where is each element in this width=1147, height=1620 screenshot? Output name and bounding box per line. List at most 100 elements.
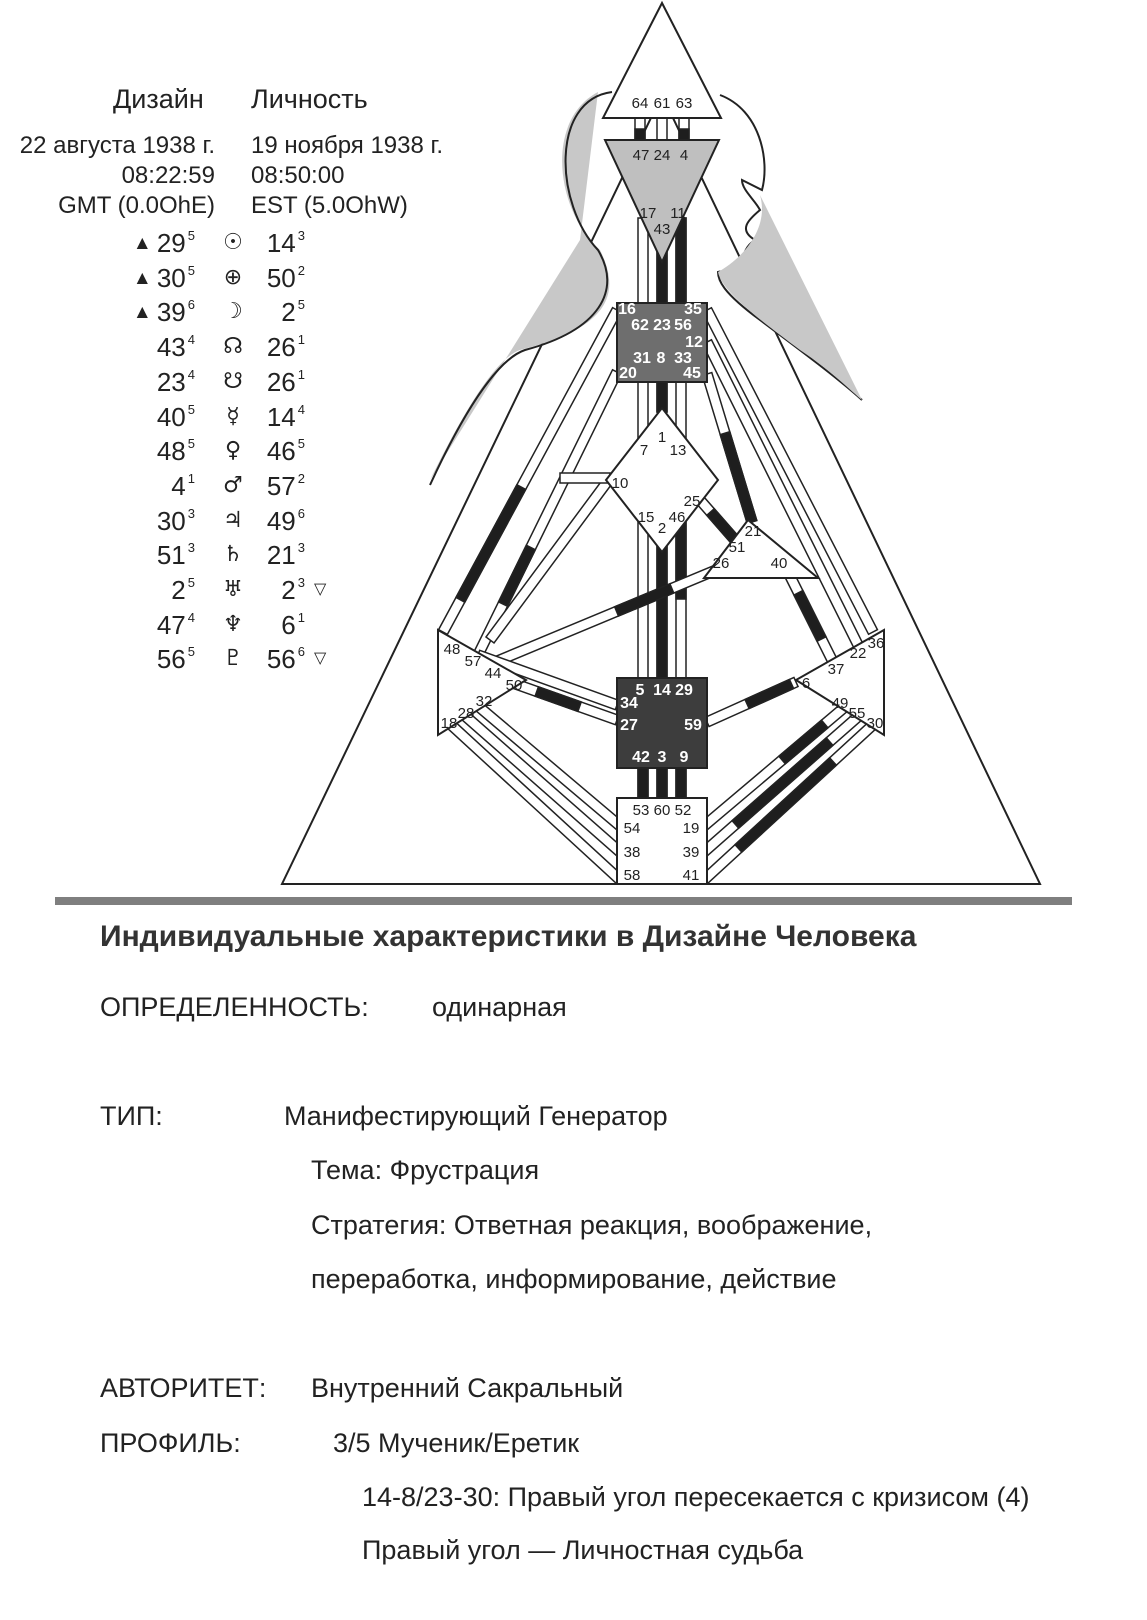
channel-2-14-activation xyxy=(656,535,668,679)
personality-gate: 49 xyxy=(266,505,296,536)
design-date: 22 августа 1938 г. xyxy=(19,132,215,159)
design-time: 08:22:59 xyxy=(121,162,215,189)
type-strategy-line-2: переработка, информирование, действие xyxy=(311,1264,837,1294)
personality-gate: 26 xyxy=(266,366,296,397)
design-gate-value: 295 xyxy=(133,228,195,259)
gate-label: 12 xyxy=(685,334,703,351)
gate-label: 18 xyxy=(441,715,458,732)
solar-plexus-center xyxy=(794,628,885,737)
head-center xyxy=(601,0,723,119)
uranus-icon: ♅ xyxy=(223,577,243,602)
gate-label: 33 xyxy=(674,350,692,367)
gate-label: 64 xyxy=(632,95,649,112)
gate-label: 35 xyxy=(684,301,702,318)
gate-label: 4 xyxy=(680,147,688,164)
design-gate: 51 xyxy=(156,540,186,571)
design-line: 4 xyxy=(187,609,195,625)
mars-icon: ♂ xyxy=(223,472,243,498)
personality-time: 08:50:00 xyxy=(251,162,345,189)
channel-50-27-activation xyxy=(534,685,583,713)
design-line: 5 xyxy=(187,262,195,278)
gate-label: 34 xyxy=(620,695,638,712)
design-line: 6 xyxy=(187,297,195,313)
authority-value: Внутренний Сакральный xyxy=(311,1373,624,1403)
design-line: 1 xyxy=(187,470,195,486)
gate-label: 47 xyxy=(633,147,650,164)
personality-line: 4 xyxy=(297,401,305,417)
design-gate: 2 xyxy=(171,575,186,605)
gate-label: 48 xyxy=(444,641,461,658)
design-gate: 30 xyxy=(156,505,186,536)
personality-line: 6 xyxy=(297,644,305,660)
throat-center xyxy=(616,302,708,383)
gate-label: 55 xyxy=(849,705,866,722)
gate-label: 22 xyxy=(850,645,867,662)
gate-label: 39 xyxy=(683,844,700,861)
gate-label: 54 xyxy=(624,820,641,837)
gate-label: 50 xyxy=(506,677,523,694)
aura-left-shade xyxy=(430,92,610,480)
gate-label: 2 xyxy=(658,520,666,537)
personality-date: 19 ноября 1938 г. xyxy=(251,132,443,159)
channel-20-57-activation xyxy=(497,544,537,608)
design-gate: 23 xyxy=(156,366,186,397)
gate-label: 13 xyxy=(670,442,687,459)
personality-zone: EST (5.0OhW) xyxy=(251,192,408,219)
personality-gate: 21 xyxy=(266,540,296,571)
gate-label: 44 xyxy=(485,665,502,682)
gate-label: 9 xyxy=(680,749,689,766)
design-line: 5 xyxy=(187,436,195,452)
channel-42-53-activation xyxy=(637,767,649,799)
planet-row: 396☽25 xyxy=(0,297,360,333)
design-line: 3 xyxy=(187,540,195,556)
design-gate-value: 396 xyxy=(133,297,195,328)
design-line: 5 xyxy=(187,401,195,417)
gate-label: 26 xyxy=(713,555,730,572)
design-line: 5 xyxy=(187,644,195,660)
gate-label: 57 xyxy=(465,653,482,670)
design-zone: GMT (0.0OhE) xyxy=(58,192,215,219)
earth-icon: ⊕ xyxy=(223,264,243,290)
personality-datetime: 19 ноября 1938 г. 08:50:00 EST (5.0OhW) xyxy=(251,131,443,221)
gate-label: 43 xyxy=(654,221,671,238)
type-label: ТИП: xyxy=(100,1101,163,1131)
gate-label: 60 xyxy=(654,802,671,819)
venus-icon: ♀ xyxy=(224,438,242,464)
design-column-header: Дизайн xyxy=(113,84,204,114)
design-gate: 40 xyxy=(156,401,186,432)
gate-label: 40 xyxy=(771,555,788,572)
design-gate: 39 xyxy=(156,297,186,328)
channel-49-19-activation xyxy=(777,719,829,765)
gate-label: 30 xyxy=(867,715,884,732)
design-gate: 47 xyxy=(156,609,186,640)
gate-label: 58 xyxy=(624,867,641,884)
gate-label: 27 xyxy=(620,717,638,734)
gate-label: 10 xyxy=(612,475,629,492)
personality-gate: 26 xyxy=(266,332,296,363)
ajna-center xyxy=(603,139,721,265)
gate-label: 51 xyxy=(729,539,746,556)
channel-61-24 xyxy=(656,117,668,141)
gate-label: 53 xyxy=(633,802,650,819)
incarnation-cross-type: Правый угол — Личностная судьба xyxy=(362,1535,804,1565)
channel-26-44-activation xyxy=(613,582,675,617)
jupiter-icon: ♃ xyxy=(223,507,243,533)
design-gate-value: 305 xyxy=(133,262,195,294)
channel-9-52-activation xyxy=(675,767,687,799)
personality-gate: 2 xyxy=(281,575,296,605)
authority-label: АВТОРИТЕТ: xyxy=(100,1373,267,1403)
pluto-icon: ♇ xyxy=(223,646,243,672)
